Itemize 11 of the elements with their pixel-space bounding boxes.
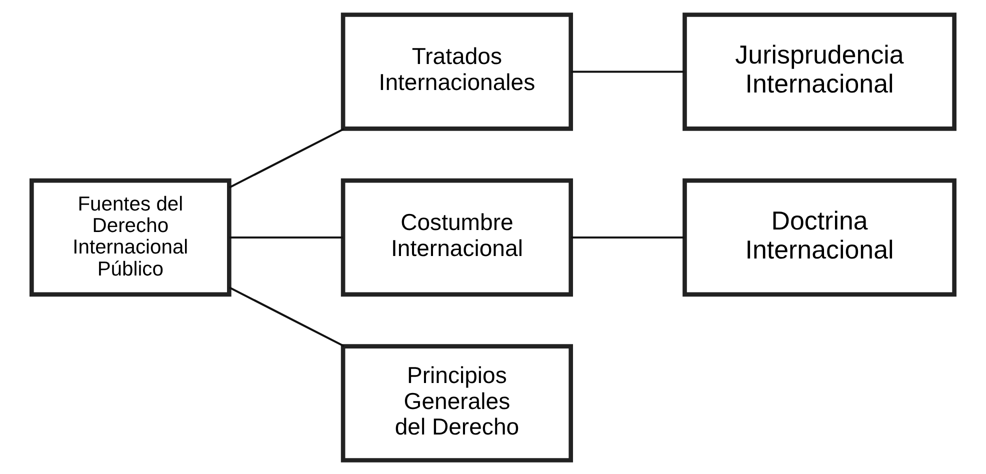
- connector: [228, 286, 344, 347]
- node-box: Principios Generales del Derecho: [340, 344, 574, 462]
- connector: [228, 127, 344, 188]
- connector: [571, 236, 684, 238]
- node-box: Jurisprudencia Internacional: [682, 12, 956, 130]
- connector: [229, 236, 343, 238]
- node-box: Tratados Internacionales: [340, 12, 574, 130]
- node-box: Fuentes del Derecho Internacional Público: [30, 178, 232, 296]
- node-box: Costumbre Internacional: [340, 178, 574, 296]
- node-box: Doctrina Internacional: [682, 178, 956, 296]
- connector: [571, 70, 684, 72]
